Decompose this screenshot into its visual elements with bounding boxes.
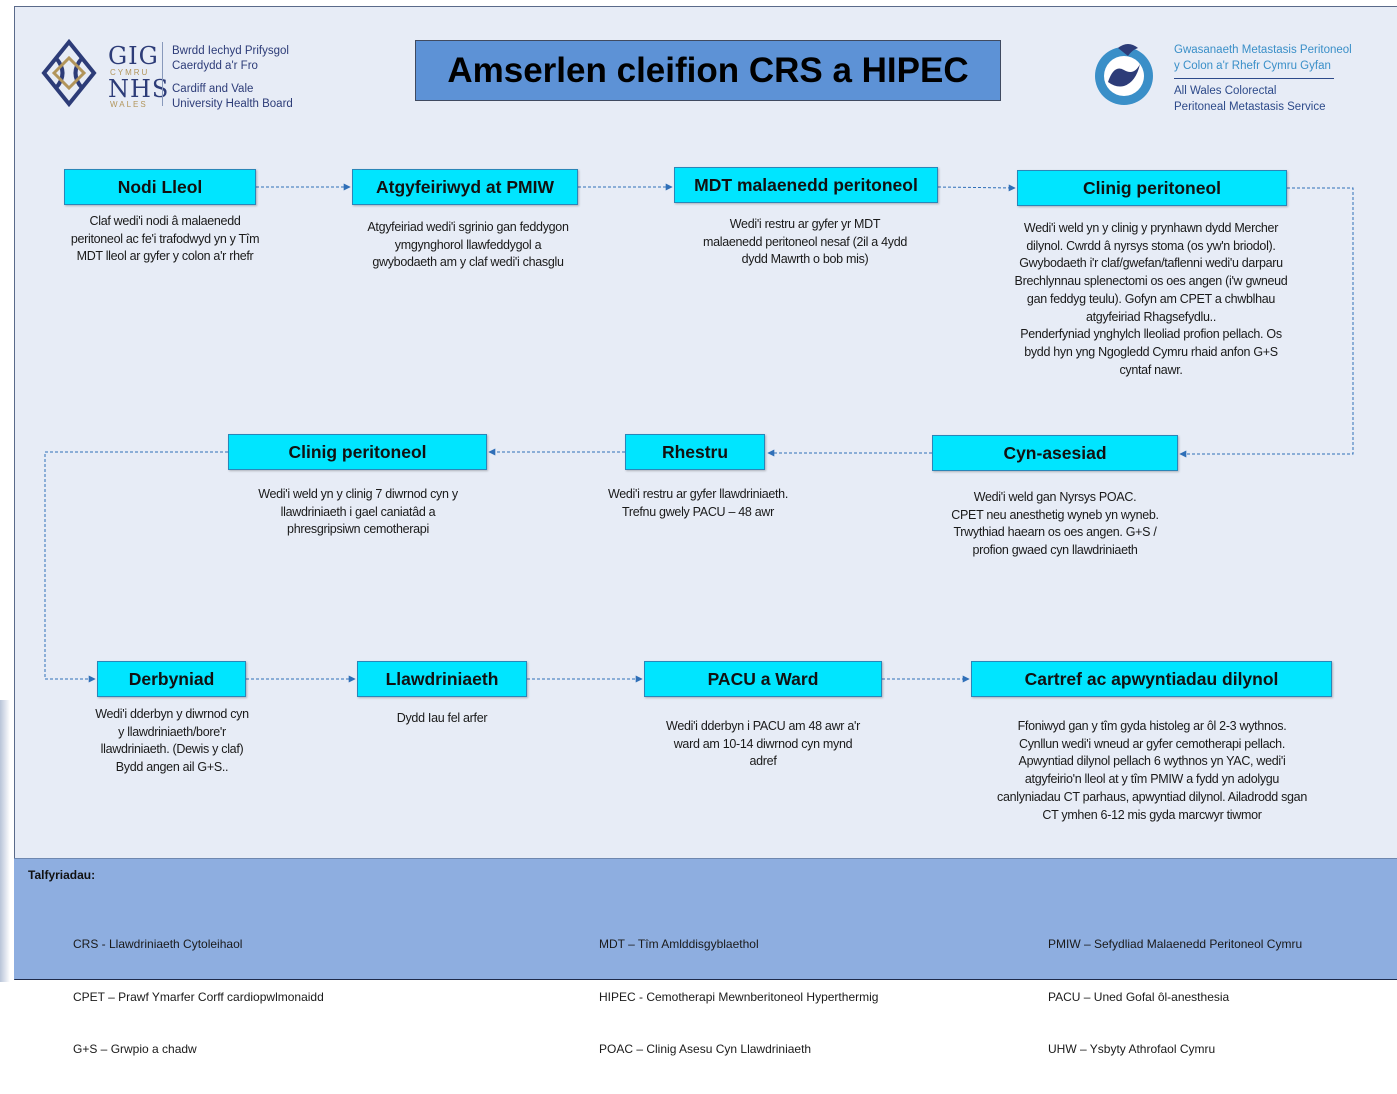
step-llawdriniaeth-description: Dydd Iau fel arfer [396,711,488,725]
step-clinig-peritoneol-2: Clinig peritoneol [228,434,487,470]
edge-shadow [0,700,10,982]
step-pacu-ward-description: Wedi'i dderbyn i PACU am 48 awr a'r ward… [666,719,860,769]
step-mdt: MDT malaenedd peritoneol [674,167,938,203]
step-cartref-description: Ffoniwyd gan y tîm gyda histoleg ar ôl 2… [997,719,1307,822]
logo-rule [1174,78,1334,79]
step-llawdriniaeth: Llawdriniaeth [357,661,527,697]
cymru-wordmark: CYMRU [110,68,150,77]
step-mdt-description: Wedi'i restru ar gyfer yr MDT malaenedd … [702,217,908,267]
step-derbyniad-description: Wedi'i dderbyn y diwrnod cyn y llawdrini… [95,707,249,775]
step-atgyfeiriwyd: Atgyfeiriwyd at PMIW [352,169,578,205]
step-cartref: Cartref ac apwyntiadau dilynol [971,661,1332,697]
step-pacu-ward: PACU a Ward [644,661,882,697]
step-rhestru-description: Wedi'i restru ar gyfer llawdriniaeth. Tr… [607,487,789,519]
step-clinig-peritoneol-2-description: Wedi'i weld yn y clinig 7 diwrnod cyn y … [258,487,458,537]
step-cyn-asesiad-description: Wedi'i weld gan Nyrsys POAC. CPET neu an… [951,490,1159,558]
cardiff-vale-logo: GIG CYMRU NHS WALES Bwrdd Iechyd Prifysg… [34,38,314,110]
page-title: Amserlen cleifion CRS a HIPEC [415,40,1001,101]
abbreviations-column-3: PMIW – Sefydliad Malaenedd Peritoneol Cy… [1048,937,1303,1056]
gig-wordmark: GIG [108,42,159,70]
abbreviations-column-2: MDT – Tîm Amlddisgyblaethol HIPEC - Cemo… [599,937,879,1056]
logo-divider [162,42,163,106]
step-clinig-peritoneol-1-description: Wedi'i weld yn y clinig y prynhawn dydd … [1014,221,1288,377]
step-atgyfeiriwyd-description: Atgyfeiriad wedi'i sgrinio gan feddygon … [367,220,569,270]
step-nodi-lleol-description: Claf wedi'i nodi â malaenedd peritoneol … [70,214,260,264]
step-rhestru: Rhestru [625,434,765,470]
abbreviations-title: Talfyriadau: [28,868,96,882]
service-name-welsh: Gwasanaeth Metastasis Peritoneol y Colon… [1174,44,1352,72]
step-nodi-lleol: Nodi Lleol [64,169,256,205]
wales-wordmark: WALES [110,100,148,109]
peritoneal-service-logo: Gwasanaeth Metastasis Peritoneol y Colon… [1088,38,1378,118]
step-derbyniad: Derbyniad [97,661,246,697]
abbreviations-panel: Talfyriadau: CRS - Llawdriniaeth Cytolei… [14,858,1397,1056]
step-clinig-peritoneol-1: Clinig peritoneol [1017,170,1287,206]
celtic-knot-icon [41,38,97,108]
dragon-emblem-icon [1095,44,1153,105]
nhs-wordmark: NHS [108,75,170,103]
service-name-english: All Wales Colorectal Peritoneal Metastas… [1174,85,1326,113]
step-cyn-asesiad: Cyn-asesiad [932,435,1178,471]
health-board-english: Cardiff and Vale University Health Board [172,83,293,110]
health-board-welsh: Bwrdd Iechyd Prifysgol Caerdydd a'r Fro [172,45,289,72]
abbreviations-column-1: CRS - Llawdriniaeth Cytoleihaol CPET – P… [73,937,324,1056]
